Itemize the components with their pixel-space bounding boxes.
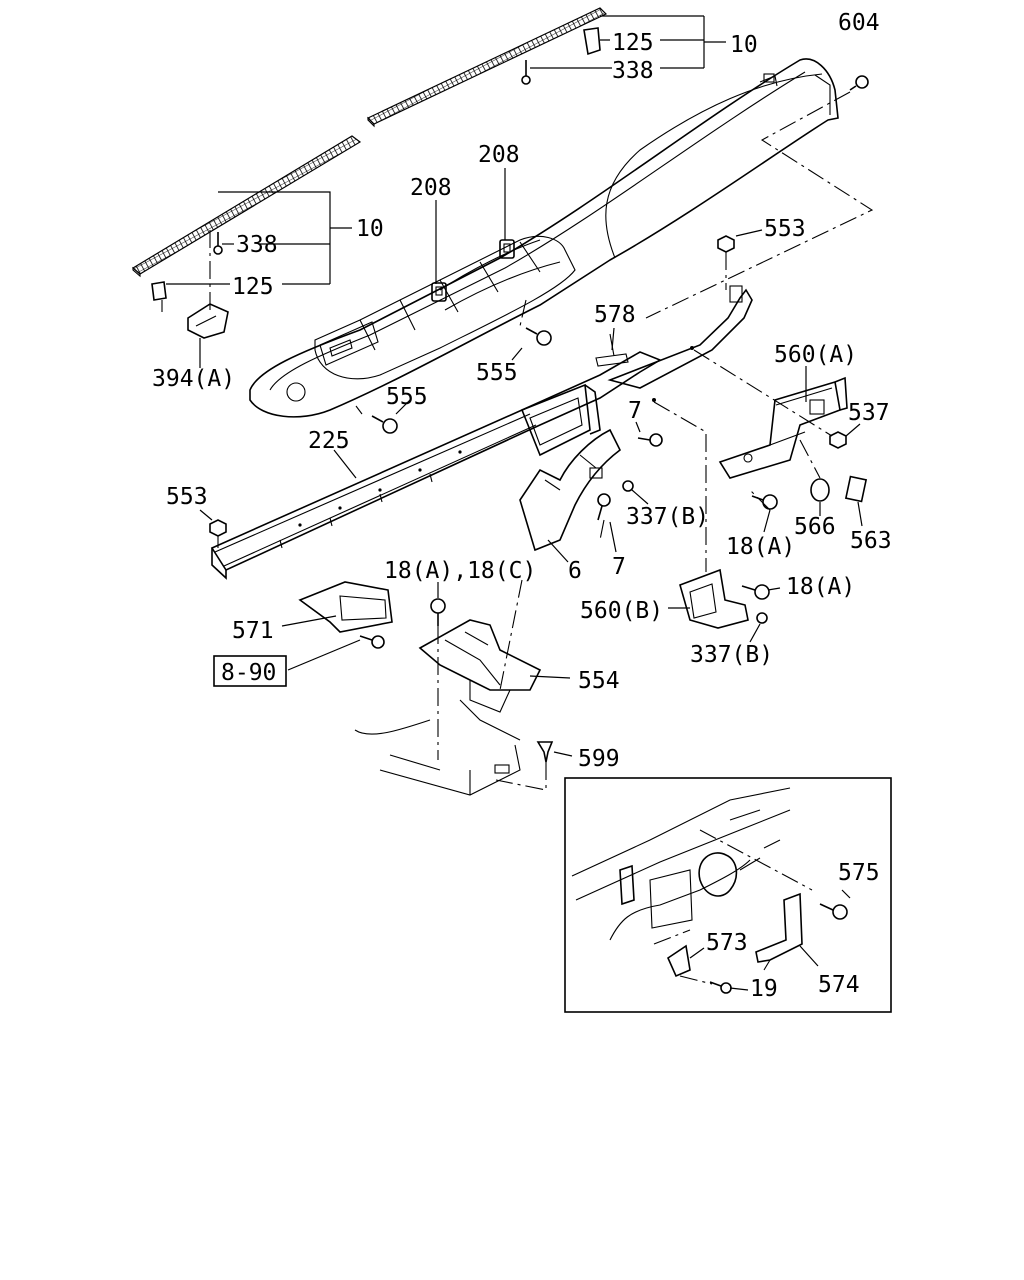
label-573: 573 xyxy=(706,930,748,956)
bolt-604 xyxy=(849,75,869,91)
part-labels: 604 125 338 10 208 208 338 10 125 553 57… xyxy=(152,10,892,772)
label-563: 563 xyxy=(850,528,892,554)
cross-member xyxy=(210,351,662,580)
nut-537 xyxy=(829,431,847,449)
label-578: 578 xyxy=(594,302,636,328)
label-604: 604 xyxy=(838,10,880,36)
label-10-top: 10 xyxy=(730,32,758,58)
leader-lines xyxy=(166,15,863,757)
label-553-top: 553 xyxy=(764,216,806,242)
floor-panel xyxy=(354,699,521,796)
label-571: 571 xyxy=(232,618,274,644)
inset-detail: 575 573 19 574 xyxy=(564,777,892,1013)
defroster-grille-left xyxy=(131,135,362,278)
label-554: 554 xyxy=(578,668,620,694)
label-125-top: 125 xyxy=(612,30,654,56)
label-560a: 560(A) xyxy=(774,342,857,368)
clip-208-a xyxy=(431,282,447,302)
label-208-b: 208 xyxy=(478,142,520,168)
label-18a-a: 18(A) xyxy=(726,534,795,560)
label-394a: 394(A) xyxy=(152,366,235,392)
clip-125-left xyxy=(151,281,167,301)
label-18a-18c: 18(A),18(C) xyxy=(384,558,536,584)
label-338-top: 338 xyxy=(612,58,654,84)
label-7-a: 7 xyxy=(628,398,642,424)
clip-563 xyxy=(844,475,868,503)
label-18a-b: 18(A) xyxy=(786,574,855,600)
label-575: 575 xyxy=(838,860,880,886)
label-10-left: 10 xyxy=(356,216,384,242)
label-337b-b: 337(B) xyxy=(690,642,773,668)
bolt-18a-a xyxy=(751,494,778,510)
screw-338-left xyxy=(213,232,223,255)
label-225: 225 xyxy=(308,428,350,454)
bracket-560a xyxy=(718,376,848,479)
label-574: 574 xyxy=(818,972,860,998)
label-6: 6 xyxy=(568,558,582,584)
label-560b: 560(B) xyxy=(580,598,663,624)
defroster-grille-right xyxy=(366,7,608,128)
label-537: 537 xyxy=(848,400,890,426)
bolt-555-b xyxy=(371,415,398,434)
bracket-554 xyxy=(418,619,542,713)
nut-553-left xyxy=(209,519,227,537)
instrument-panel xyxy=(249,58,839,418)
clip-125-top xyxy=(583,27,601,56)
harness-bar xyxy=(607,288,753,389)
label-338-left: 338 xyxy=(236,232,278,258)
label-599: 599 xyxy=(578,746,620,772)
screw-337b-a xyxy=(622,480,634,492)
label-555-a: 555 xyxy=(476,360,518,386)
bolt-555-a xyxy=(525,327,552,346)
screw-337b-b xyxy=(756,612,768,624)
bolt-18a-b xyxy=(741,584,770,600)
bolt-18ac xyxy=(430,598,446,626)
clip-599 xyxy=(536,741,554,763)
assembly-lines xyxy=(161,91,874,791)
hook-394a xyxy=(187,303,229,339)
label-555-b: 555 xyxy=(386,384,428,410)
label-125-left: 125 xyxy=(232,274,274,300)
label-337b-a: 337(B) xyxy=(626,504,709,530)
clip-208-b xyxy=(499,239,515,259)
label-208-a: 208 xyxy=(410,175,452,201)
grommet-566 xyxy=(810,478,830,502)
brace-6 xyxy=(519,428,622,552)
label-7-b: 7 xyxy=(612,554,626,580)
bracket-560b xyxy=(679,568,749,629)
bracket-553-tab xyxy=(729,285,743,303)
reference-box-label[interactable]: 8-90 xyxy=(221,660,276,686)
label-553-left: 553 xyxy=(166,484,208,510)
label-566: 566 xyxy=(794,514,836,540)
reference-box[interactable]: 8-90 xyxy=(213,655,287,687)
screw-338-top xyxy=(521,60,531,85)
duct-571 xyxy=(298,581,393,633)
label-19: 19 xyxy=(750,976,778,1002)
nut-553-top xyxy=(717,235,735,253)
bolt-7-a xyxy=(637,433,663,447)
screw-8-90 xyxy=(359,635,385,649)
bolt-7-b xyxy=(597,493,611,521)
